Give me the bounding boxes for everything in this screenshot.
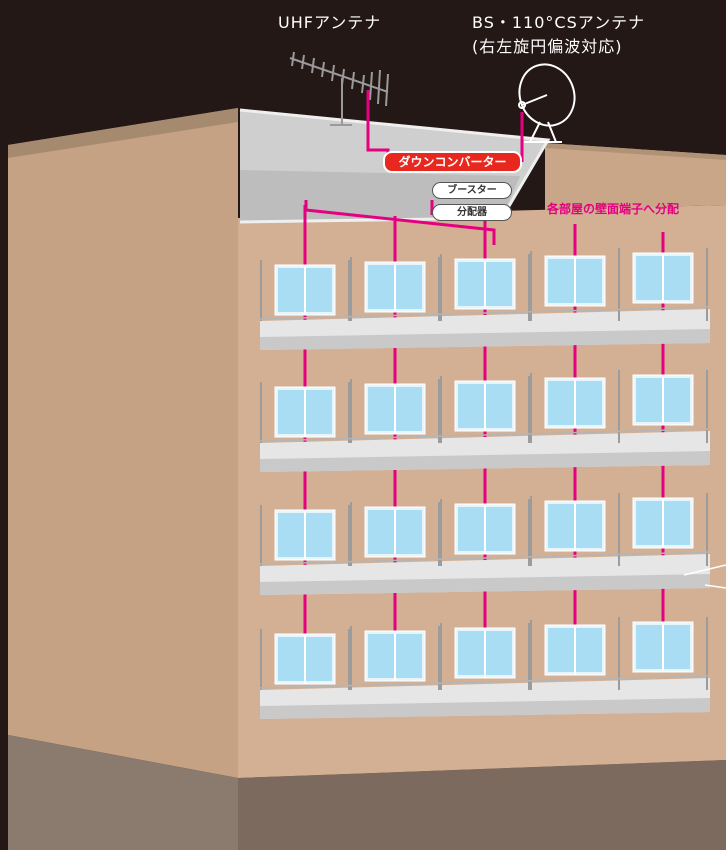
railing-rail bbox=[259, 551, 711, 565]
booster-label: ブースター bbox=[432, 182, 512, 199]
window-pane bbox=[458, 631, 484, 675]
window-pane bbox=[306, 390, 332, 434]
window-pane bbox=[636, 378, 662, 422]
window-pane bbox=[636, 256, 662, 300]
bs-cs-dish-icon bbox=[518, 63, 576, 143]
bs-antenna-label-line2: (右左旋円偏波対応) bbox=[472, 37, 623, 56]
distribution-note: 各部屋の壁面端子へ分配 bbox=[547, 202, 680, 216]
window-pane bbox=[306, 513, 332, 557]
window-pane bbox=[278, 513, 304, 557]
window-pane bbox=[548, 504, 574, 548]
window-pane bbox=[664, 501, 690, 545]
window-pane bbox=[396, 387, 422, 431]
balcony-slab-edge bbox=[260, 451, 710, 472]
window-pane bbox=[576, 381, 602, 425]
window-pane bbox=[548, 381, 574, 425]
window-pane bbox=[486, 262, 512, 306]
railing-rail bbox=[259, 306, 711, 320]
window-pane bbox=[278, 390, 304, 434]
window-pane bbox=[458, 507, 484, 551]
rooftop-box-outline bbox=[239, 108, 551, 224]
building-base-left bbox=[8, 735, 238, 850]
window-pane bbox=[548, 628, 574, 672]
window-pane bbox=[664, 625, 690, 669]
window-pane bbox=[576, 259, 602, 303]
splitter-label: 分配器 bbox=[432, 204, 512, 221]
balcony-slab-edge bbox=[260, 698, 710, 719]
side-roof-edge bbox=[8, 108, 238, 158]
window-pane bbox=[548, 259, 574, 303]
window-pane bbox=[396, 634, 422, 678]
apartment-floors bbox=[259, 205, 711, 719]
railing-rail bbox=[259, 428, 711, 442]
window-pane bbox=[396, 265, 422, 309]
window-pane bbox=[278, 268, 304, 312]
window-pane bbox=[576, 504, 602, 548]
distribution-trunk bbox=[304, 200, 496, 245]
window-pane bbox=[368, 634, 394, 678]
window-pane bbox=[458, 262, 484, 306]
window-pane bbox=[486, 384, 512, 428]
roof-parapet-top bbox=[545, 143, 726, 160]
bs-antenna-label-line1: BS・110°CSアンテナ bbox=[472, 13, 646, 32]
window-pane bbox=[396, 510, 422, 554]
window-pane bbox=[636, 625, 662, 669]
window-pane bbox=[306, 637, 332, 681]
window-pane bbox=[278, 637, 304, 681]
railing-rail bbox=[259, 675, 711, 689]
window-pane bbox=[368, 265, 394, 309]
window-pane bbox=[368, 510, 394, 554]
window-pane bbox=[458, 384, 484, 428]
callout-lines bbox=[683, 564, 726, 589]
window-pane bbox=[664, 378, 690, 422]
window-pane bbox=[486, 631, 512, 675]
window-pane bbox=[306, 268, 332, 312]
window-pane bbox=[636, 501, 662, 545]
window-pane bbox=[664, 256, 690, 300]
down-converter-label: ダウンコンバーター bbox=[383, 151, 522, 173]
building-base-front bbox=[238, 760, 726, 850]
window-pane bbox=[576, 628, 602, 672]
roof-parapet-right bbox=[545, 143, 726, 210]
uhf-antenna-icon bbox=[289, 51, 389, 126]
window-pane bbox=[486, 507, 512, 551]
window-pane bbox=[368, 387, 394, 431]
building-side-wall bbox=[8, 108, 238, 778]
uhf-antenna-label: UHFアンテナ bbox=[278, 13, 382, 32]
balcony-slab-edge bbox=[260, 574, 710, 595]
balcony-slab-edge bbox=[260, 329, 710, 350]
